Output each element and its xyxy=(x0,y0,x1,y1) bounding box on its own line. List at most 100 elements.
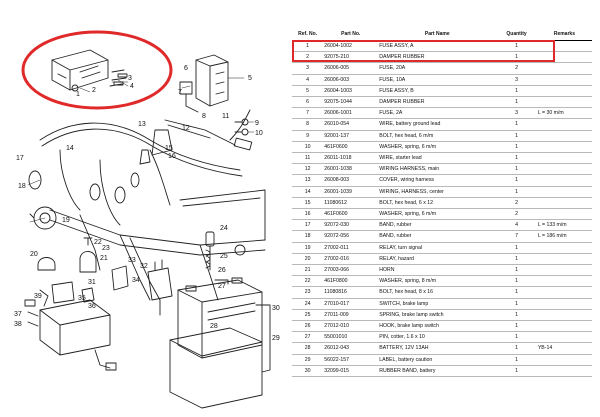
cell-remarks xyxy=(536,74,592,86)
cell-part-name: SWITCH, brake lamp xyxy=(378,298,497,310)
cell-quantity: 1 xyxy=(496,275,537,288)
cell-quantity: 2 xyxy=(496,62,537,75)
brake-lamp-switch-drawing xyxy=(205,231,229,285)
callout-15: 15 xyxy=(165,145,173,152)
cell-part-name: RELAY, turn signal xyxy=(378,242,497,254)
callout-3: 3 xyxy=(128,75,132,82)
cell-part-name: PIN, cotter, 1.6 x 10 xyxy=(378,331,497,344)
parts-table: Ref. No. Part No. Part Name Quantity Rem… xyxy=(292,30,592,378)
header-remarks: Remarks xyxy=(536,30,592,41)
cell-part-name: HORN xyxy=(378,264,497,277)
callout-30: 30 xyxy=(272,305,280,312)
callout-2: 2 xyxy=(92,87,96,94)
cell-quantity: 1 xyxy=(496,163,537,176)
callout-39: 39 xyxy=(34,293,42,300)
cell-quantity: 4 xyxy=(496,219,537,232)
callout-31: 31 xyxy=(88,279,96,286)
callout-37: 37 xyxy=(14,311,22,318)
cell-part-no: 26006-1001 xyxy=(323,107,379,120)
cell-remarks xyxy=(536,62,592,75)
cell-part-name: FUSE ASSY, B xyxy=(378,85,497,98)
cell-ref-no: 11 xyxy=(292,152,324,165)
cell-part-no: 92072-030 xyxy=(323,219,379,232)
callout-25: 25 xyxy=(220,253,228,260)
cell-part-name: WASHER, spring, 6 m/m xyxy=(378,208,497,221)
cell-quantity: 3 xyxy=(496,107,537,120)
cell-part-no: 11080612 xyxy=(323,197,379,210)
callout-19: 19 xyxy=(62,217,70,224)
cell-remarks xyxy=(536,174,592,187)
header-ref-no: Ref. No. xyxy=(292,30,324,41)
cell-part-name: RUBBER BAND, battery xyxy=(378,365,497,378)
cell-ref-no: 10 xyxy=(292,141,324,154)
diagram-callouts: 1 2 3 4 5 6 7 8 9 10 11 12 13 14 15 16 1… xyxy=(14,65,280,342)
cell-quantity: 1 xyxy=(496,365,537,378)
cell-remarks xyxy=(536,309,592,322)
cell-part-no: 55001010 xyxy=(323,331,379,344)
cell-quantity: 1 xyxy=(496,242,537,254)
cell-part-no: 92072-056 xyxy=(323,230,379,243)
rubber-band-drawings xyxy=(28,170,140,204)
cell-part-name: SPRING, brake lamp switch xyxy=(378,309,497,322)
cell-part-no: 92075-1044 xyxy=(323,96,379,109)
cell-quantity: 1 xyxy=(496,118,537,131)
cell-part-name: WIRE, starter lead xyxy=(378,152,497,165)
cell-remarks xyxy=(536,152,592,165)
cell-remarks xyxy=(536,197,592,210)
cell-ref-no: 3 xyxy=(292,62,324,75)
wiring-diagram: 1 2 3 4 5 6 7 8 9 10 11 12 13 14 15 16 1… xyxy=(14,30,280,409)
cell-quantity: 1 xyxy=(496,286,537,299)
cell-remarks xyxy=(536,298,592,310)
callout-36: 36 xyxy=(88,303,96,310)
cell-remarks xyxy=(536,365,592,378)
cell-part-name: LABEL, battery caution xyxy=(378,354,497,366)
cell-remarks: L = 30 m/m xyxy=(536,107,592,120)
cell-quantity: 1 xyxy=(496,331,537,344)
cell-quantity: 2 xyxy=(496,208,537,221)
cell-ref-no: 29 xyxy=(292,354,324,366)
header-quantity: Quantity xyxy=(496,30,537,41)
cell-part-name: RELAY, hazard xyxy=(378,253,497,266)
cell-ref-no: 15 xyxy=(292,197,324,210)
table-header-row: Ref. No. Part No. Part Name Quantity Rem… xyxy=(292,30,592,41)
cell-ref-no: 5 xyxy=(292,85,324,98)
leader-lines xyxy=(27,77,255,223)
callout-14: 14 xyxy=(66,145,74,152)
parts-list: Ref. No. Part No. Part Name Quantity Rem… xyxy=(292,30,592,378)
fuse-assy-a-drawing xyxy=(51,49,128,92)
callout-16: 16 xyxy=(168,153,176,160)
header-part-name: Part Name xyxy=(378,30,497,41)
horn-drawing xyxy=(29,206,57,230)
cell-remarks xyxy=(536,253,592,266)
callout-23: 23 xyxy=(102,245,110,252)
callout-29: 29 xyxy=(272,335,280,342)
callout-11: 11 xyxy=(222,113,229,120)
callout-20: 20 xyxy=(30,251,38,258)
cell-ref-no: 17 xyxy=(292,219,324,232)
cell-ref-no: 12 xyxy=(292,163,324,176)
cell-part-no: 461F0600 xyxy=(323,141,379,154)
cell-remarks xyxy=(536,141,592,154)
header-part-no: Part No. xyxy=(323,30,379,41)
cell-part-no: 26006-005 xyxy=(323,62,379,75)
flasher-drawing xyxy=(147,259,173,316)
cell-remarks xyxy=(536,354,592,366)
cell-quantity: 2 xyxy=(496,197,537,210)
cell-quantity: 1 xyxy=(496,130,537,142)
cell-part-no: 26010-054 xyxy=(323,118,379,131)
callout-12: 12 xyxy=(182,125,190,132)
cell-part-no: 27002-011 xyxy=(323,242,379,254)
cell-part-no: 32099-015 xyxy=(323,365,379,378)
